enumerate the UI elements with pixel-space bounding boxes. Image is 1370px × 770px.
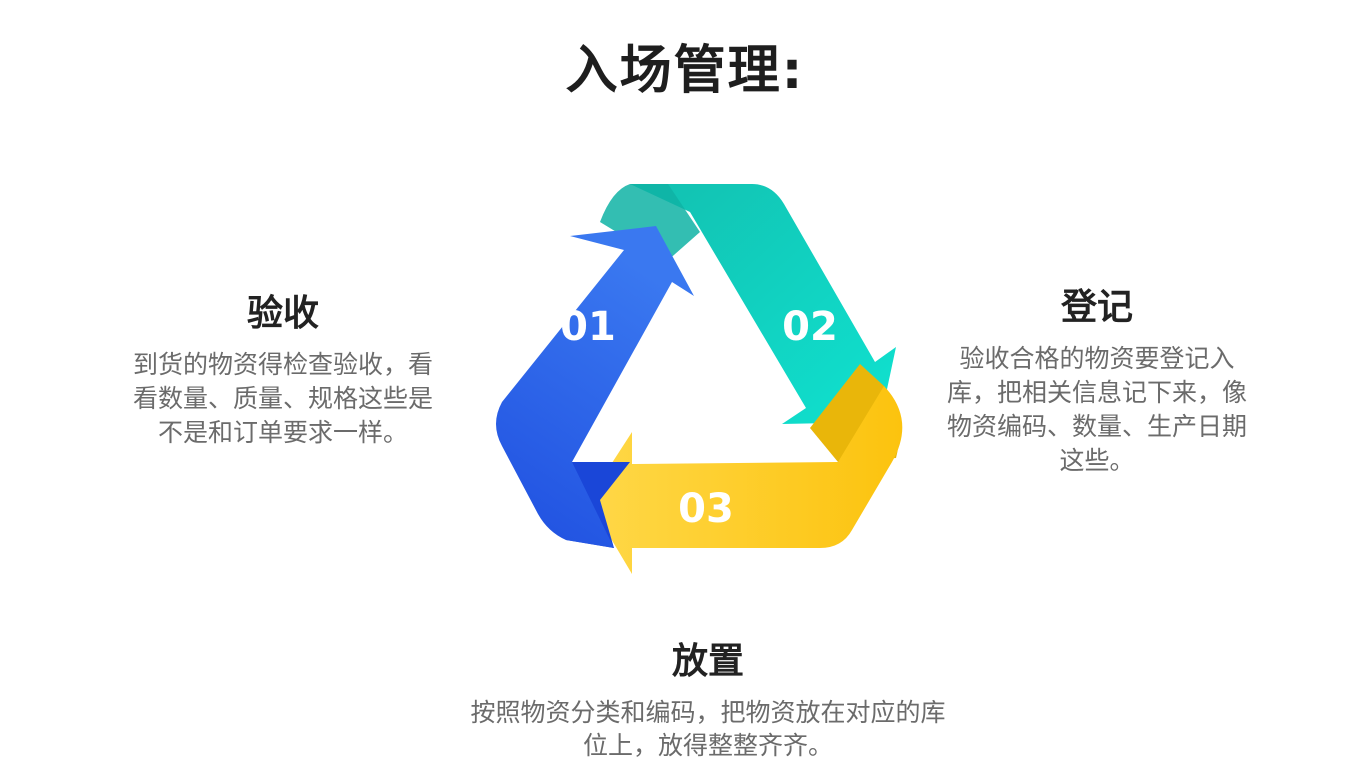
step-03-description: 按照物资分类和编码，把物资放在对应的库位上，放得整整齐齐。 bbox=[470, 698, 946, 760]
step-01-number: 01 bbox=[560, 304, 616, 350]
step-01-heading: 验收 bbox=[246, 293, 319, 334]
step-01-block: 验收 到货的物资得检查验收，看看数量、质量、规格这些是不是和订单要求一样。 bbox=[122, 284, 444, 450]
step-03-arrow bbox=[588, 386, 903, 574]
step-03-number: 03 bbox=[678, 486, 734, 532]
step-02-heading: 登记 bbox=[1060, 287, 1133, 328]
step-01-arrow bbox=[496, 226, 694, 548]
step-02-arrow bbox=[630, 184, 896, 424]
step-03-heading: 放置 bbox=[671, 641, 744, 682]
step-02-number: 02 bbox=[782, 304, 838, 350]
page-title: 入场管理: bbox=[565, 41, 805, 101]
step-02-description: 验收合格的物资要登记入库，把相关信息记下来，像物资编码、数量、生产日期这些。 bbox=[946, 344, 1247, 475]
step-03-block: 放置 按照物资分类和编码，把物资放在对应的库位上，放得整整齐齐。 bbox=[462, 632, 954, 762]
step-02-block: 登记 验收合格的物资要登记入库，把相关信息记下来，像物资编码、数量、生产日期这些… bbox=[938, 278, 1256, 478]
step-02-fold bbox=[600, 184, 700, 262]
step-01-description: 到货的物资得检查验收，看看数量、质量、规格这些是不是和订单要求一样。 bbox=[132, 350, 433, 447]
